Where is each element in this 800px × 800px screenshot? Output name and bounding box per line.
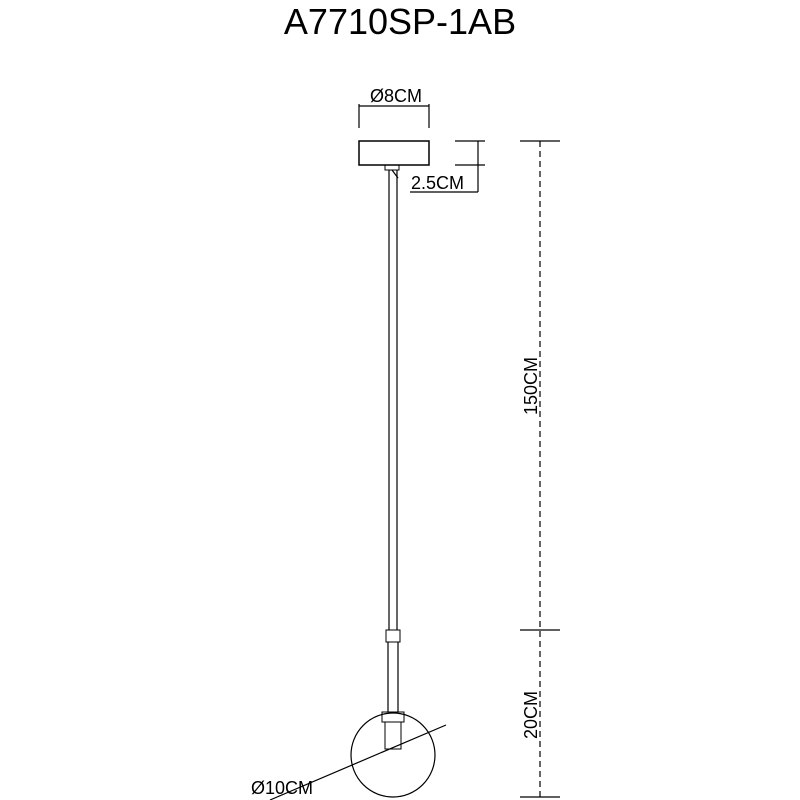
lamp-holder bbox=[384, 721, 402, 750]
shade-height-label: 20CM bbox=[521, 691, 541, 739]
globe-diameter-label: Ø10CM bbox=[251, 778, 313, 798]
globe-diameter-leader bbox=[269, 724, 447, 800]
canopy-height-label: 2.5CM bbox=[411, 173, 464, 193]
canopy bbox=[358, 140, 430, 166]
globe-shade bbox=[350, 712, 436, 798]
cord-length-label: 150CM bbox=[521, 357, 541, 415]
canopy-diameter-label: Ø8CM bbox=[370, 86, 422, 106]
page-title: A7710SP-1AB bbox=[283, 1, 517, 42]
rod-connector bbox=[385, 629, 401, 643]
